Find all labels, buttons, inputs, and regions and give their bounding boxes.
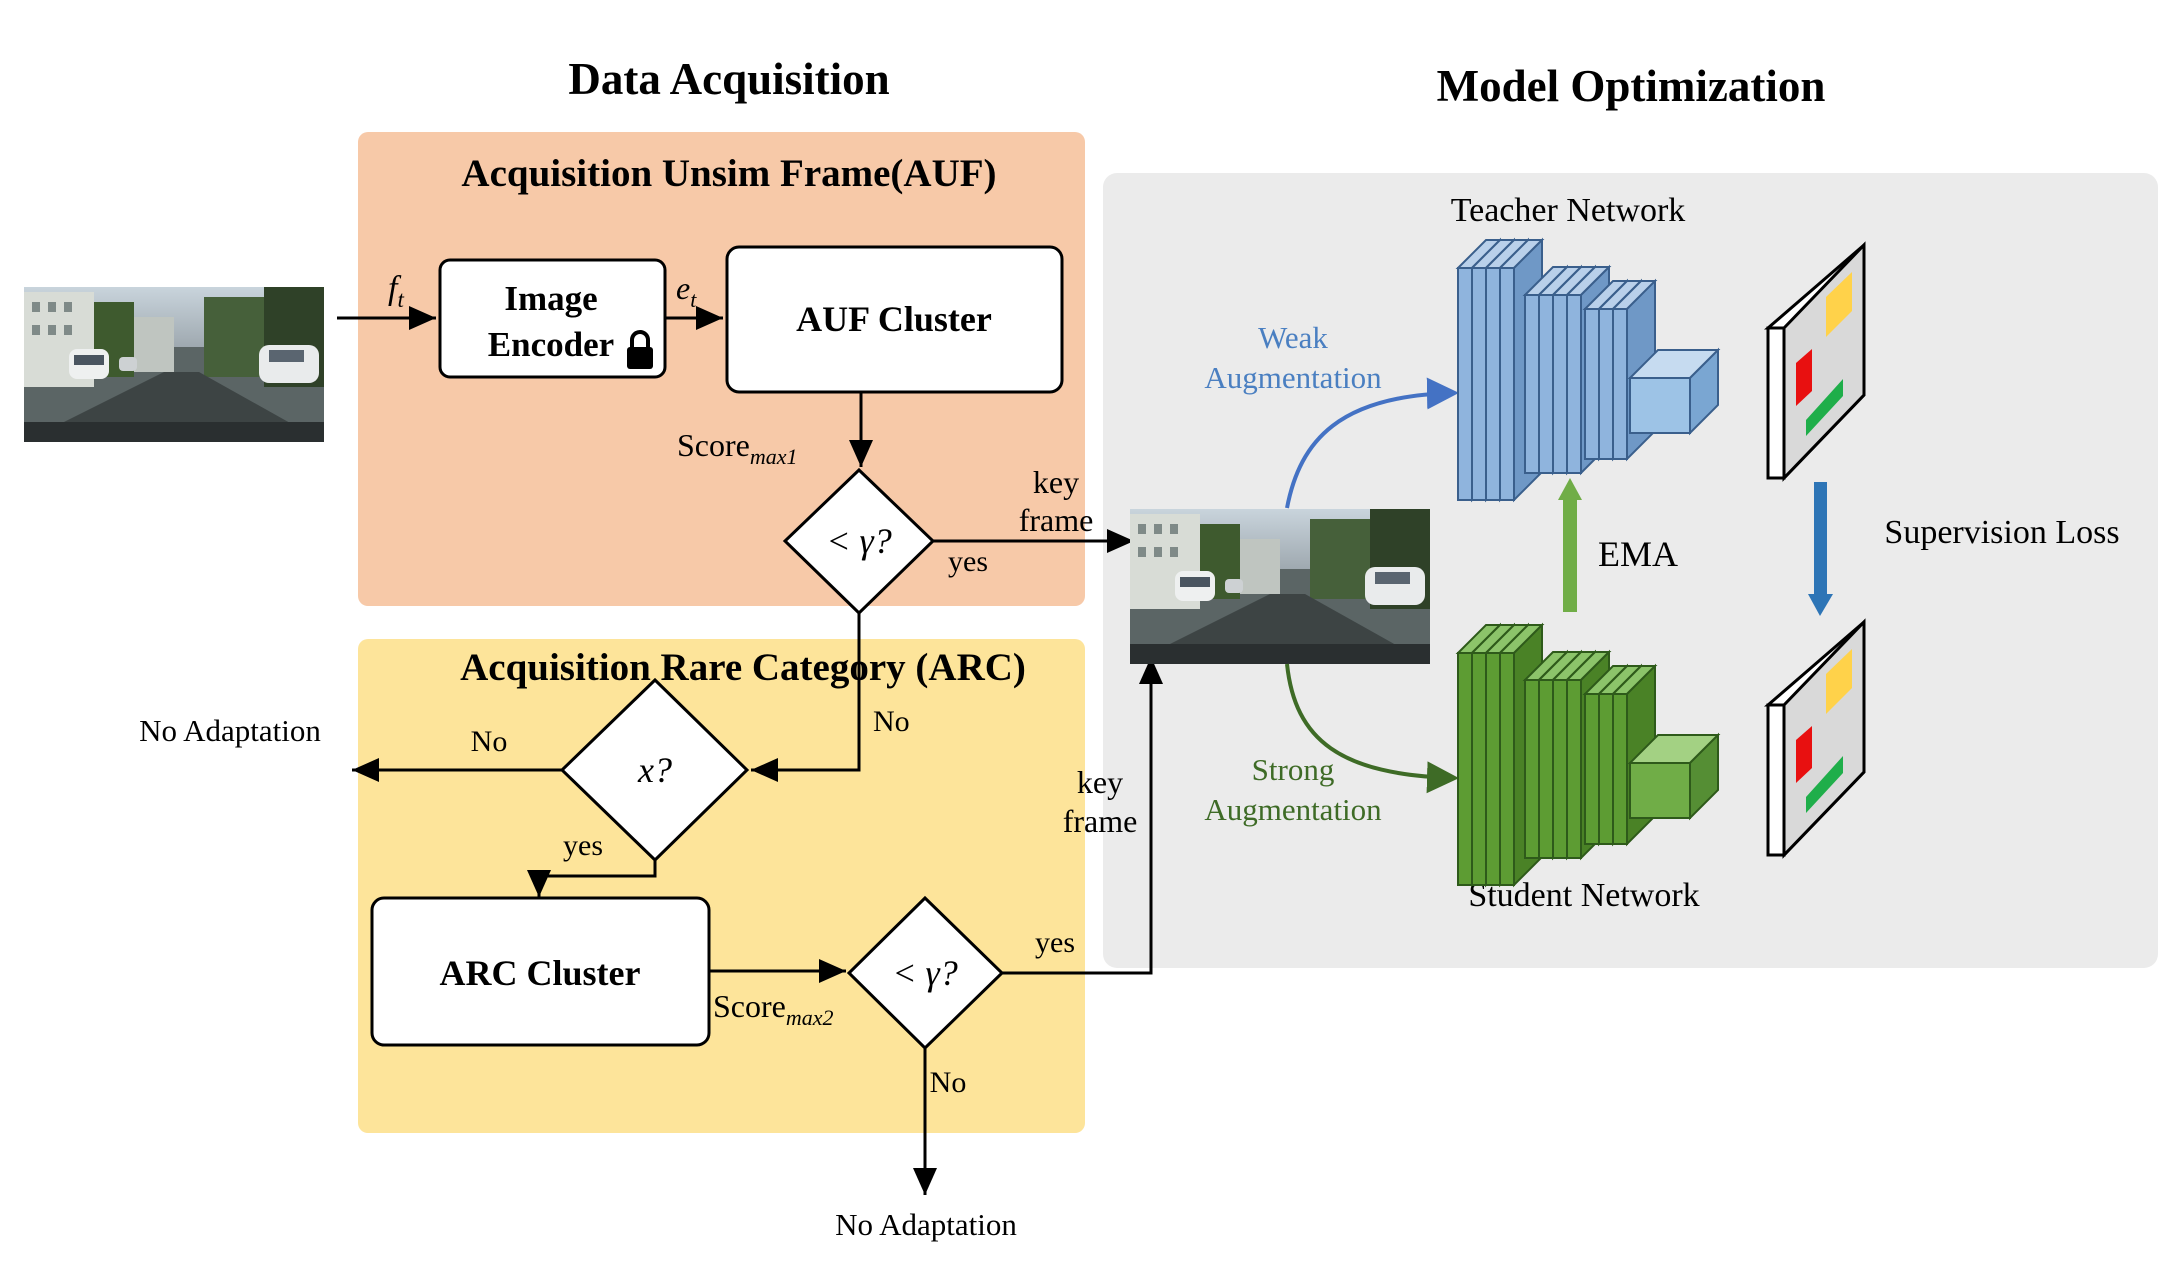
- arc-no-left-label: No: [471, 725, 508, 758]
- network-layer-plate: [1524, 679, 1540, 859]
- network-layer-plate: [1499, 652, 1515, 886]
- auf-cluster-label: AUF Cluster: [796, 299, 992, 339]
- no-adaptation-left: No Adaptation: [139, 713, 321, 748]
- weak-label-line2: Augmentation: [1204, 360, 1382, 395]
- network-layer-plate: [1552, 294, 1568, 474]
- network-layer-plate: [1485, 652, 1501, 886]
- auf-key-label: key: [1033, 464, 1079, 500]
- supervision-loss-arrow: [1808, 482, 1833, 616]
- teacher-prediction-icon: [1763, 241, 1866, 482]
- arc-yes-keyframe-arrow: [1002, 657, 1163, 975]
- model-optimization-panel: [1103, 173, 2158, 968]
- student-prediction-icon: [1763, 618, 1866, 859]
- network-layer-plate: [1612, 693, 1628, 845]
- network-layer-plate: [1457, 267, 1473, 501]
- auf-no-arrow: [751, 613, 861, 782]
- arc-no-bottom-label: No: [930, 1066, 967, 1099]
- encoder-label-line2: Encoder: [488, 325, 614, 364]
- arc-threshold-label: < γ?: [892, 953, 957, 993]
- network-layer-plate: [1552, 679, 1568, 859]
- input-street-image: [24, 287, 324, 442]
- auf-yes-label: yes: [948, 545, 988, 578]
- arc-key-label: key: [1077, 764, 1123, 800]
- auf-score-label: Scoremax1: [677, 427, 798, 469]
- student-network-icon: [1455, 622, 1721, 888]
- auf-no-label: No: [873, 705, 910, 738]
- network-layer-plate: [1584, 693, 1600, 845]
- arc-threshold-yes-label: yes: [1035, 926, 1075, 959]
- network-layer-plate: [1584, 308, 1600, 460]
- key-frame-image: [1130, 509, 1430, 664]
- arc-yes-label: yes: [563, 829, 603, 862]
- network-layer-plate: [1457, 652, 1473, 886]
- strong-label-line2: Augmentation: [1204, 792, 1382, 827]
- auf-title: Acquisition Unsim Frame(AUF): [461, 152, 996, 195]
- lock-icon: [627, 330, 653, 369]
- supervision-loss-label: Supervision Loss: [1884, 514, 2119, 551]
- network-layer-plate: [1538, 679, 1554, 859]
- data-acquisition-title: Data Acquisition: [568, 54, 889, 104]
- teacher-network-label: Teacher Network: [1451, 192, 1686, 229]
- auf-threshold-label: < γ?: [826, 521, 891, 561]
- network-layer-plate: [1598, 308, 1614, 460]
- arc-frame-label: frame: [1063, 803, 1138, 839]
- auf-cluster-box: [725, 245, 1064, 394]
- network-layer-plate: [1499, 267, 1515, 501]
- network-layer-plate: [1612, 308, 1628, 460]
- model-optimization-title: Model Optimization: [1437, 61, 1826, 111]
- ema-arrow: [1558, 478, 1582, 612]
- arc-panel: [358, 639, 1085, 1133]
- embedding-label: et: [676, 270, 697, 312]
- weak-label-line1: Weak: [1258, 320, 1328, 355]
- ema-label: EMA: [1598, 534, 1678, 574]
- encoder-label-line1: Image: [504, 279, 597, 318]
- network-output-cube-side: [1689, 347, 1719, 436]
- weak-augmentation-arrow: [1285, 377, 1459, 509]
- arc-score-label: Scoremax2: [713, 988, 834, 1030]
- teacher-network-icon: [1455, 237, 1721, 503]
- network-layer-plate: [1471, 652, 1487, 886]
- network-output-cube-side: [1689, 732, 1719, 821]
- network-layer-plate: [1538, 294, 1554, 474]
- arc-title: Acquisition Rare Category (ARC): [460, 646, 1026, 689]
- network-layer-plate: [1485, 267, 1501, 501]
- no-adaptation-bottom: No Adaptation: [835, 1207, 1017, 1242]
- arc-yes-arrow: [527, 860, 657, 897]
- strong-label-line1: Strong: [1252, 752, 1335, 787]
- network-layer-plate: [1598, 693, 1614, 845]
- auf-frame-label: frame: [1019, 502, 1094, 538]
- strong-augmentation-arrow: [1285, 663, 1459, 794]
- network-layer-plate: [1566, 294, 1582, 474]
- arc-cluster-label: ARC Cluster: [440, 953, 641, 993]
- network-layer-plate: [1566, 679, 1582, 859]
- network-output-cube: [1629, 762, 1691, 819]
- arc-category-label: x?: [637, 750, 672, 790]
- network-output-cube: [1629, 377, 1691, 434]
- network-layer-plate: [1471, 267, 1487, 501]
- network-layer-plate: [1524, 294, 1540, 474]
